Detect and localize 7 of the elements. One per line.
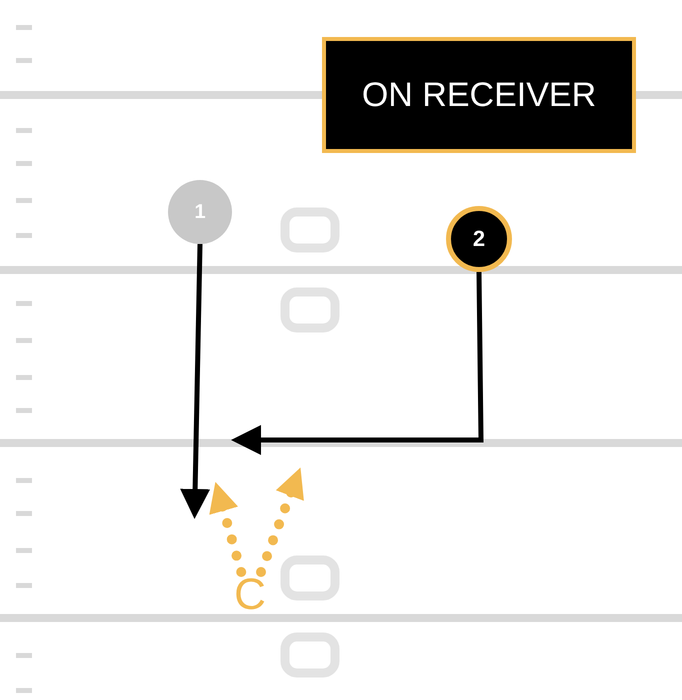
route-arrow: [231, 272, 484, 455]
player-circle: 2: [446, 206, 512, 272]
route-arrow-dotted: [256, 468, 304, 577]
route-arrow-dotted: [209, 482, 246, 577]
title-box: ON RECEIVER: [322, 37, 636, 153]
route-arrow: [180, 244, 210, 519]
center-label: C: [228, 572, 272, 618]
